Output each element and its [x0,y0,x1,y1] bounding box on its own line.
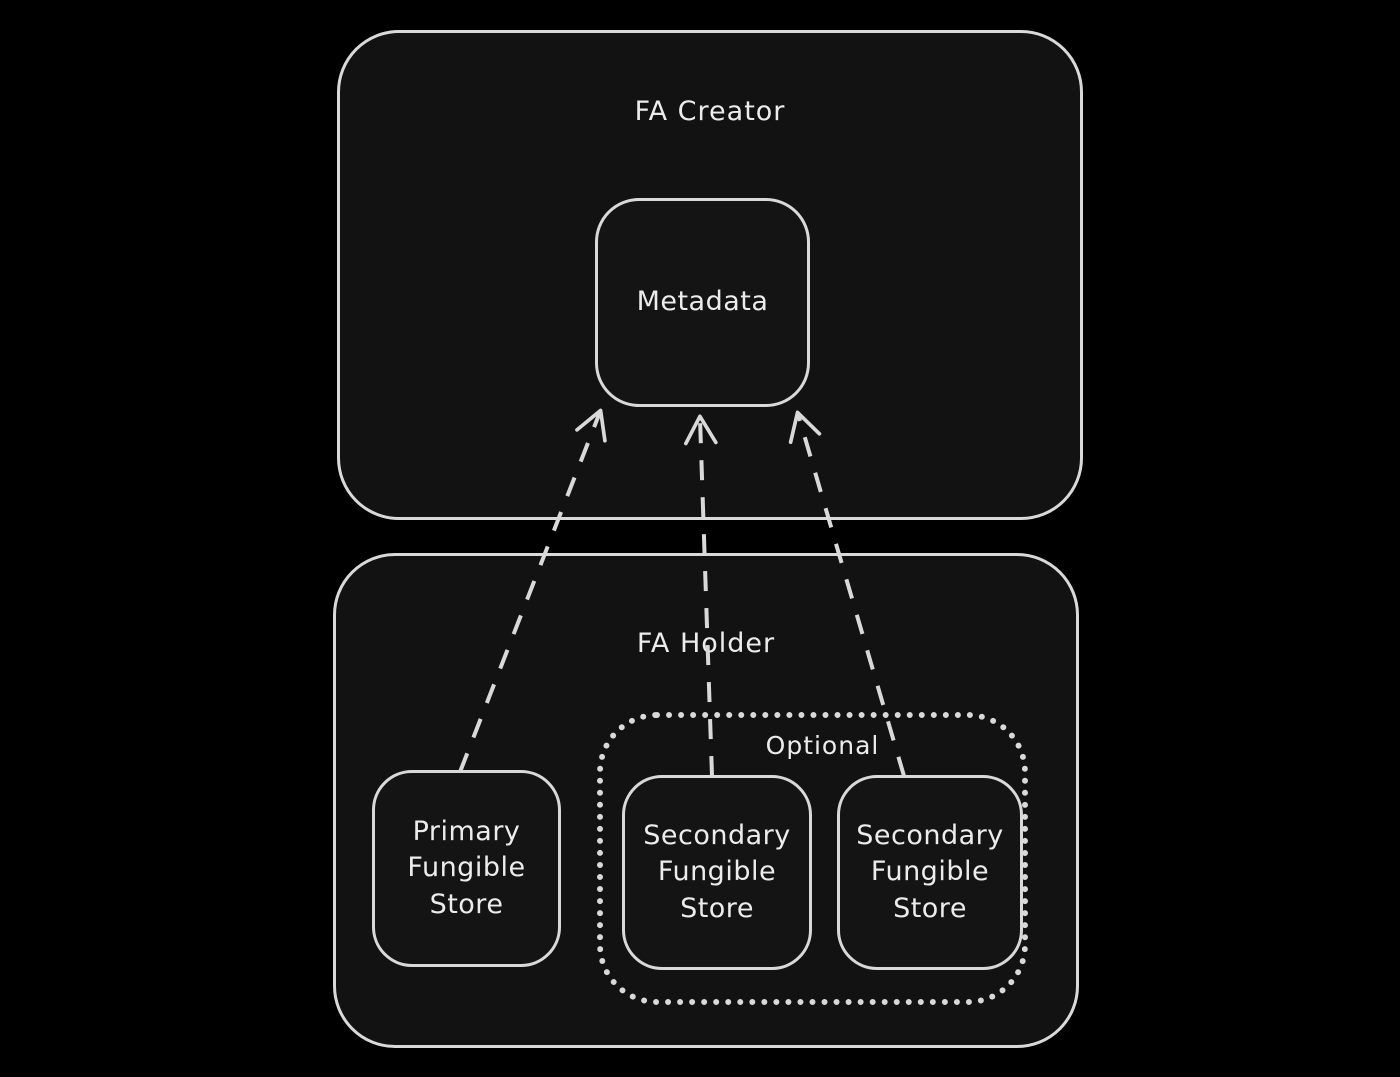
fa-creator-label: FA Creator [634,96,786,127]
fa-holder-label: FA Holder [636,628,776,659]
optional-group-label: Optional [765,731,880,760]
secondary-fungible-store-node-1: Secondary Fungible Store [622,775,812,970]
secondary-fungible-store-node-2: Secondary Fungible Store [837,775,1023,970]
secondary-fungible-store-label-2: Secondary Fungible Store [856,819,1004,924]
metadata-label: Metadata [636,286,769,318]
primary-fungible-store-label: Primary Fungible Store [407,815,526,920]
secondary-fungible-store-label-1: Secondary Fungible Store [643,819,791,924]
metadata-node: Metadata [595,198,810,407]
primary-fungible-store-node: Primary Fungible Store [372,770,561,967]
